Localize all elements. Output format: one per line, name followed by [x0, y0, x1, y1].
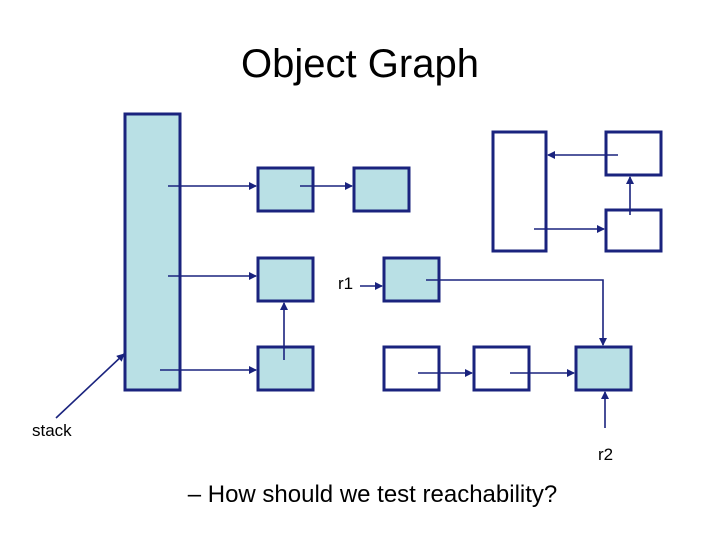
r2-label: r2 — [598, 445, 614, 464]
stack-label: stack — [32, 421, 72, 440]
object-left-middle — [256, 256, 315, 303]
object-r2 — [574, 345, 633, 392]
slide-title: Object Graph — [241, 42, 479, 86]
object-top-right-white-2 — [604, 208, 663, 253]
pointer-stack-label — [55, 353, 125, 419]
object-right-of-left-top — [352, 166, 411, 213]
object-top-right-white-1 — [604, 130, 663, 177]
object-left-bottom — [256, 345, 315, 392]
stack-object — [123, 112, 182, 392]
question-text: – How should we test reachability? — [187, 481, 558, 508]
pointer-r1-to-r2 — [426, 279, 607, 346]
object-tall-white — [491, 130, 548, 253]
object-bottom-white-1 — [382, 345, 441, 392]
object-left-top — [256, 166, 315, 213]
object-bottom-white-2 — [472, 345, 531, 392]
r1-label: r1 — [338, 274, 354, 293]
